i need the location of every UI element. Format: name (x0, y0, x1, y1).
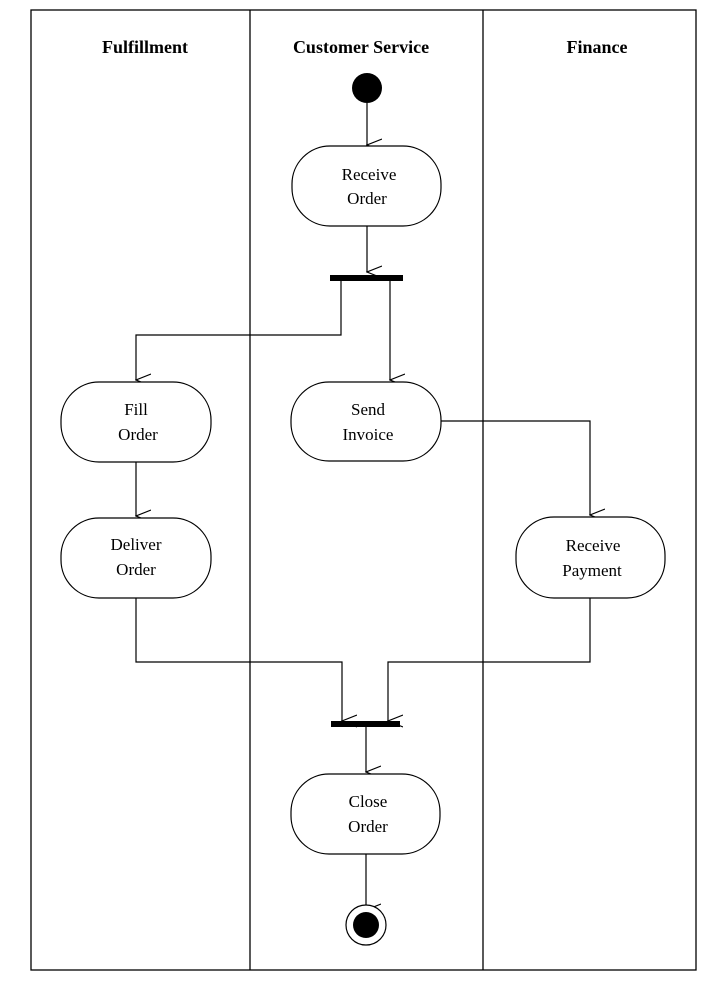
lane-title-fulfillment: Fulfillment (102, 37, 188, 57)
swimlane-frame (30, 9, 697, 971)
activity-deliver-order: Deliver Order (60, 517, 212, 599)
activity-close-order-line-1: Close (349, 792, 388, 811)
activity-receive-order-line-2: Order (347, 189, 387, 208)
lane-title-customer-service: Customer Service (293, 37, 429, 57)
activity-receive-payment-line-2: Payment (562, 561, 622, 580)
activity-receive-order: Receive Order (291, 145, 442, 227)
flow-deliver-order-to-join (135, 598, 342, 721)
activity-close-order-line-2: Order (348, 817, 388, 836)
final-node (345, 904, 387, 946)
flow-fork-to-fill-order (136, 280, 342, 380)
lane-title-finance: Finance (567, 37, 628, 57)
activity-receive-order-line-1: Receive (342, 165, 397, 184)
flow-receive-payment-to-join (388, 598, 591, 721)
fork-bar (330, 275, 403, 281)
activity-receive-payment-line-1: Receive (566, 536, 621, 555)
activity-deliver-order-line-2: Order (116, 560, 156, 579)
join-bar (331, 721, 400, 727)
activity-send-invoice: Send Invoice (290, 381, 442, 462)
flow-send-invoice-to-receive-payment (440, 420, 590, 515)
control-flows (136, 103, 590, 910)
initial-node (352, 73, 382, 103)
activity-fill-order-line-2: Order (118, 425, 158, 444)
activity-deliver-order-line-1: Deliver (111, 535, 162, 554)
activity-fill-order: Fill Order (60, 381, 212, 463)
activity-send-invoice-line-1: Send (351, 400, 386, 419)
activity-close-order: Close Order (290, 773, 441, 855)
activity-receive-payment: Receive Payment (515, 516, 666, 599)
activity-fill-order-line-1: Fill (124, 400, 148, 419)
activity-send-invoice-line-2: Invoice (343, 425, 394, 444)
diagram-border (30, 9, 697, 971)
